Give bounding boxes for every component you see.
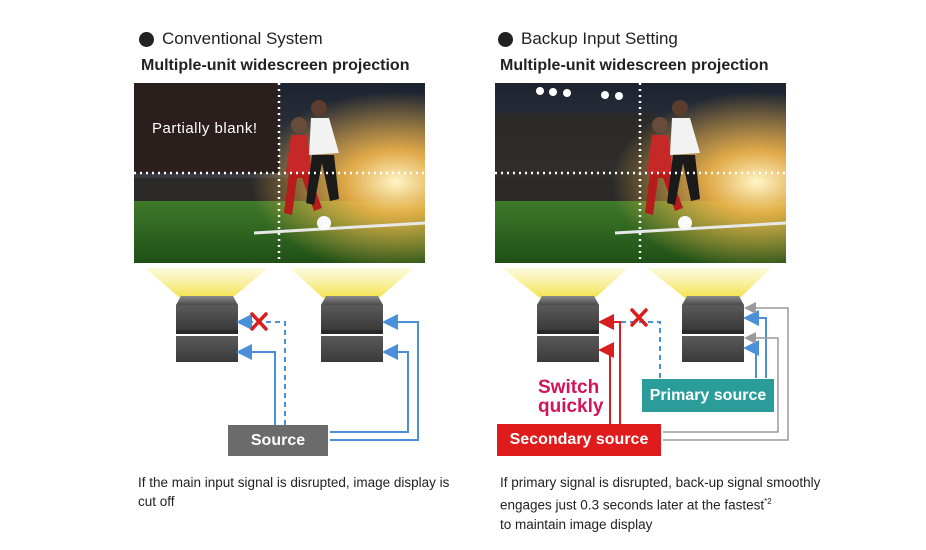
footnote-marker: *2 [764,497,772,506]
left-caption: If the main input signal is disrupted, i… [138,475,450,509]
players-silhouette [284,100,339,230]
left-heading: Conventional System [139,29,323,49]
left-heading-text: Conventional System [162,29,323,48]
switch-quickly-label: Switch quickly [538,378,603,416]
right-caption-line1: If primary signal is disrupted, back-up … [500,475,821,490]
blank-area [134,83,279,173]
left-subheading: Multiple-unit widescreen projection [141,57,410,74]
right-caption-line2-text: engages just 0.3 seconds later at the fa… [500,497,765,513]
projector-icon [682,296,744,362]
right-projection-screen [495,83,786,263]
right-caption-line2: engages just 0.3 seconds later at the fa… [500,492,860,515]
right-caption-line3: to maintain image display [500,516,653,532]
projector-icon [321,296,383,362]
source-box: Source [228,425,328,456]
right-heading-text: Backup Input Setting [521,29,678,48]
switch-label-line2: quickly [538,396,604,417]
switch-label-line1: Switch [538,377,600,398]
projector-icon [537,296,599,362]
error-x-icon [630,308,648,327]
right-subheading: Multiple-unit widescreen projection [500,57,769,74]
bullet-icon [498,31,513,47]
error-x-icon [250,312,268,331]
partially-blank-label: Partially blank! [152,120,258,137]
right-heading: Backup Input Setting [498,29,678,49]
primary-source-box: Primary source [642,379,774,412]
players-silhouette [645,100,700,230]
secondary-source-box: Secondary source [497,424,661,456]
light-beam-icon [145,268,771,298]
left-projection-screen: Partially blank! [134,83,425,263]
bullet-icon [139,31,154,47]
right-caption: If primary signal is disrupted, back-up … [500,473,860,534]
projector-icon [176,296,238,362]
